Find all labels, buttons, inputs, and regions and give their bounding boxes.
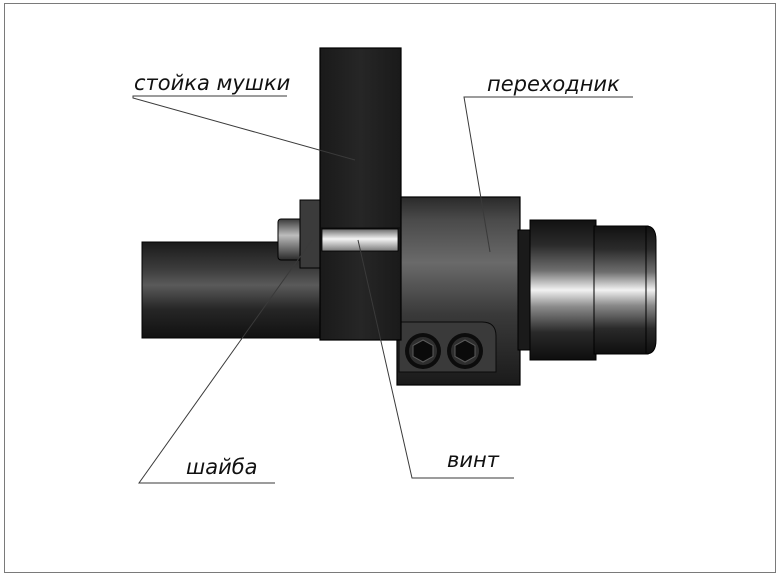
label-adapter: переходник bbox=[487, 72, 620, 96]
label-front-sight-post: стойка мушки bbox=[134, 71, 290, 95]
leader-front-sight-post bbox=[132, 95, 356, 161]
label-screw: винт bbox=[447, 448, 500, 472]
muzzle-cylinder bbox=[517, 219, 657, 361]
leader-screw bbox=[357, 239, 514, 479]
label-washer: шайба bbox=[186, 455, 258, 479]
leader-adapter bbox=[463, 96, 633, 253]
front-sight-post-part bbox=[319, 47, 402, 341]
leader-washer bbox=[138, 239, 313, 484]
hex-socket-left-icon bbox=[405, 333, 441, 369]
hex-socket-right-icon bbox=[447, 333, 483, 369]
